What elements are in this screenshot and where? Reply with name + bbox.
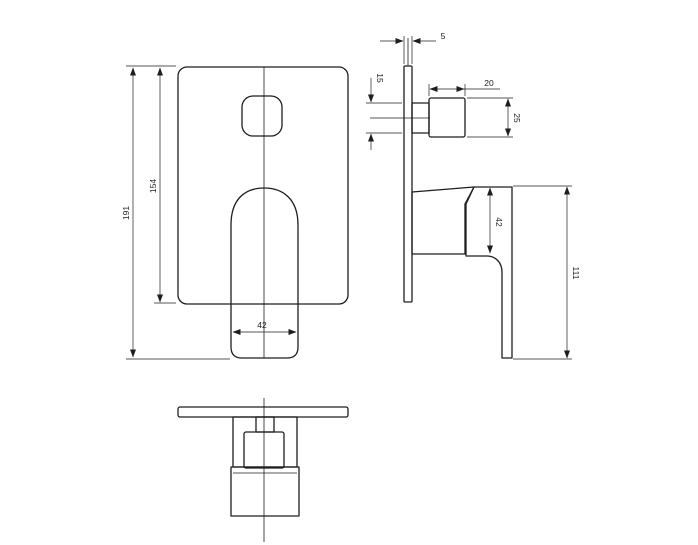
top-view (177, 398, 349, 542)
side-diverter-cap (428, 97, 466, 138)
side-handle-projection-label: 111 (571, 267, 581, 280)
side-handle-height-label: 42 (494, 217, 504, 227)
side-handle-body (411, 186, 475, 255)
front-diverter-button (241, 95, 283, 137)
side-cover-plate (403, 65, 413, 303)
top-diverter-stem (255, 416, 275, 433)
side-cartridge-depth-label: 20 (484, 78, 494, 88)
front-plate-height-label: 154 (148, 179, 158, 193)
front-total-height-label: 191 (121, 206, 131, 220)
side-cartridge-height-label: 25 (512, 113, 522, 123)
side-plate-thickness-label: 5 (441, 31, 446, 41)
front-handle-lever (230, 187, 299, 359)
front-handle-width-label: 42 (257, 320, 267, 330)
top-cover-plate (177, 406, 349, 418)
front-cover-plate (177, 66, 349, 305)
side-cartridge-offset-label: 15 (375, 73, 385, 83)
front-view: 191 154 42 (121, 65, 349, 360)
side-view: 5 15 20 25 42 111 (366, 31, 581, 360)
side-handle-lever (465, 186, 513, 359)
top-handle-lever (230, 466, 300, 517)
top-handle-body (232, 416, 298, 468)
